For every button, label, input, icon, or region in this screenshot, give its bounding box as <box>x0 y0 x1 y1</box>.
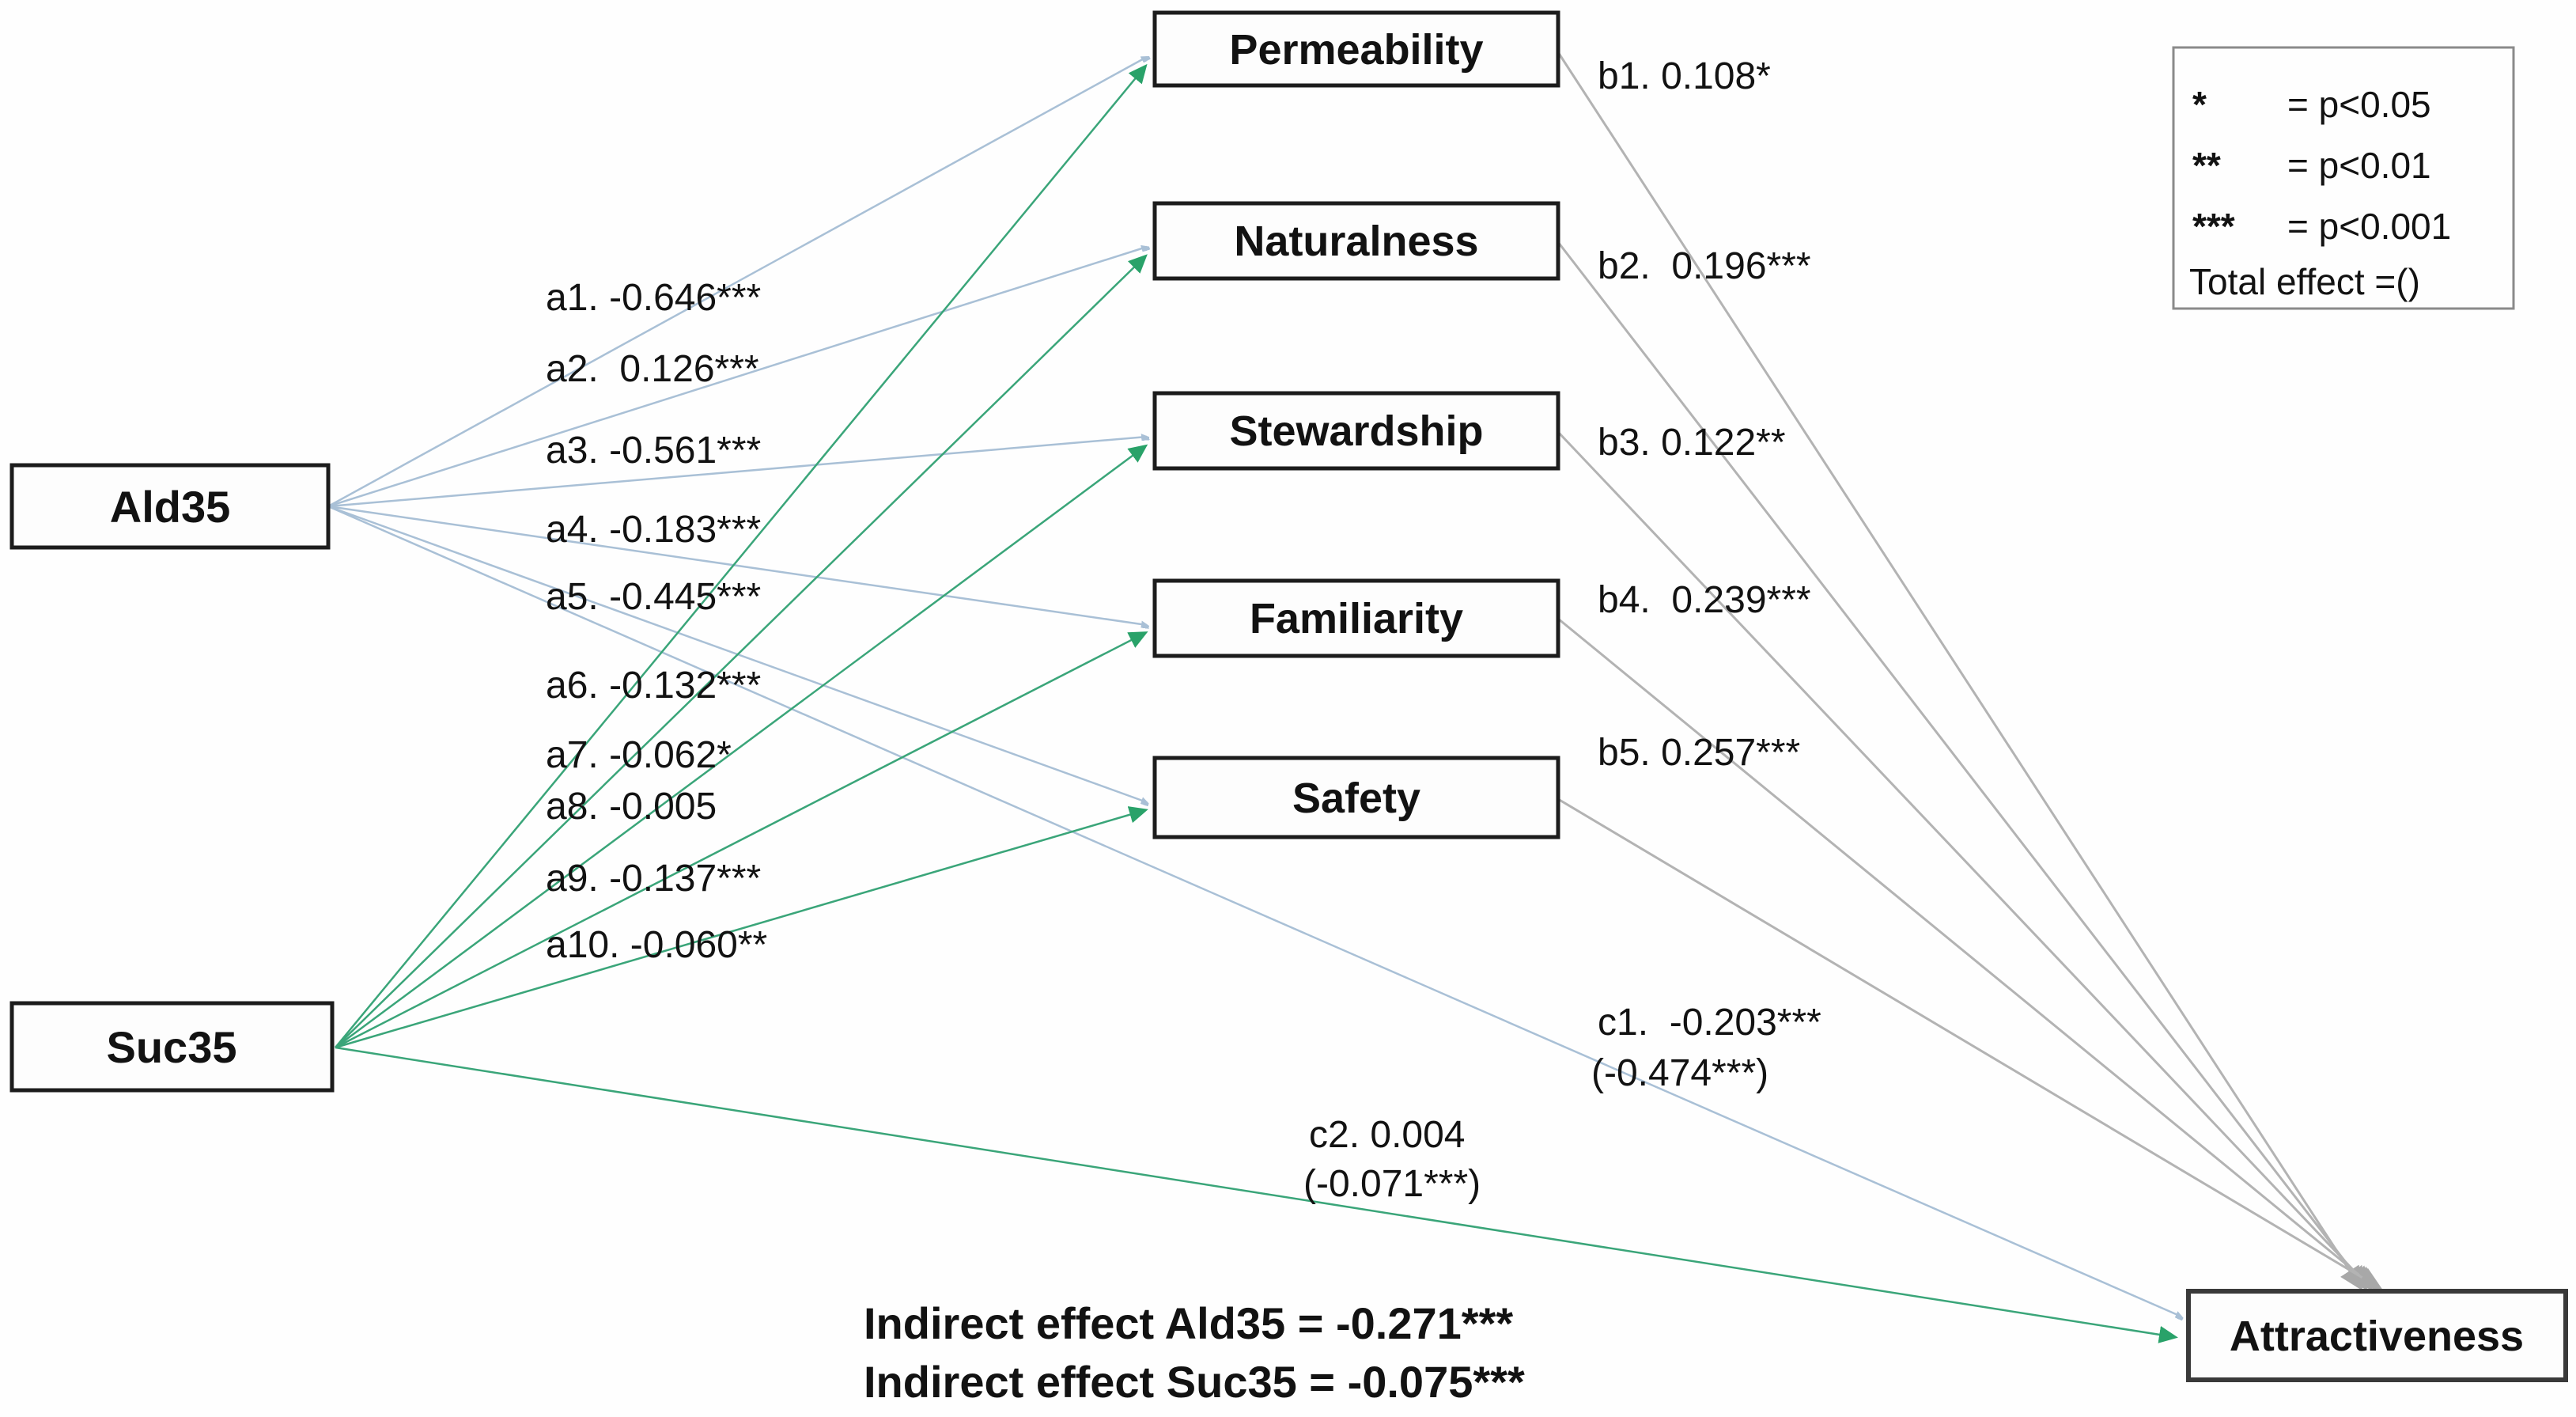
path-c1-line <box>327 505 2181 1317</box>
path-c1-total-effect: (-0.474***) <box>1591 1052 1768 1094</box>
node-permeability: Permeability <box>1152 10 1560 88</box>
legend-symbol-2: ** <box>2192 145 2221 186</box>
path-a9-label: a9. -0.137*** <box>546 858 761 900</box>
node-ald35: Ald35 <box>9 463 331 550</box>
legend-box <box>2172 46 2515 310</box>
legend-meaning-4: Total effect =() <box>2189 261 2420 302</box>
path-a1-label: a1. -0.646*** <box>546 277 761 319</box>
safety-box <box>1152 756 1560 839</box>
c-path-labels: c1. -0.203*** (-0.474***) c2. 0.004 (-0.… <box>1303 1002 1821 1205</box>
path-a8-line <box>335 444 1148 1049</box>
path-b5-line <box>1557 798 2383 1290</box>
node-familiarity: Familiarity <box>1152 578 1560 658</box>
path-b1-label: b1. 0.108* <box>1598 55 1771 97</box>
path-a9-line <box>335 631 1148 1049</box>
path-b2-label: b2. 0.196*** <box>1598 245 1811 287</box>
path-a7-label: a7. -0.062* <box>546 734 732 776</box>
node-stewardship: Stewardship <box>1152 391 1560 471</box>
suc35-label: Suc35 <box>107 1022 237 1072</box>
legend: * = p<0.05 ** = p<0.01 *** = p<0.001 Tot… <box>2172 46 2515 310</box>
node-suc35: Suc35 <box>9 1001 335 1093</box>
legend-meaning-1: = p<0.05 <box>2287 84 2431 125</box>
node-safety: Safety <box>1152 756 1560 839</box>
legend-line-1: * = p<0.05 <box>2192 84 2431 125</box>
path-b1-line <box>1557 51 2363 1291</box>
path-a6-label: a6. -0.132*** <box>546 665 761 707</box>
path-a6-line <box>335 63 1148 1048</box>
legend-symbol-1: * <box>2192 84 2207 125</box>
legend-line-4: Total effect =() <box>2189 261 2420 302</box>
node-attractiveness: Attractiveness <box>2186 1289 2568 1382</box>
legend-meaning-3: = p<0.001 <box>2287 206 2451 247</box>
naturalness-box <box>1152 201 1560 281</box>
familiarity-box <box>1152 578 1560 658</box>
b-path-lines <box>1557 51 2383 1291</box>
path-b3-label: b3. 0.122** <box>1598 422 1786 464</box>
safety-label: Safety <box>1292 775 1420 822</box>
path-a4-line <box>327 505 1147 625</box>
legend-meaning-2: = p<0.01 <box>2287 145 2431 186</box>
stewardship-box <box>1152 391 1560 471</box>
attractiveness-box <box>2186 1289 2568 1382</box>
path-a2-line <box>327 247 1147 508</box>
permeability-label: Permeability <box>1229 26 1483 74</box>
ald35-label: Ald35 <box>110 482 231 532</box>
path-a10-line <box>335 806 1148 1049</box>
path-a1-line <box>327 57 1147 508</box>
permeability-box <box>1152 10 1560 88</box>
legend-line-2: ** = p<0.01 <box>2192 145 2431 186</box>
path-a4-label: a4. -0.183*** <box>546 509 761 551</box>
path-a8-label: a8. -0.005 <box>546 786 717 828</box>
ald35-box <box>9 463 331 550</box>
legend-symbol-3: *** <box>2192 206 2235 247</box>
path-a3-line <box>327 437 1147 508</box>
b-path-labels: b1. 0.108* b2. 0.196*** b3. 0.122** b4. … <box>1598 55 1811 774</box>
indirect-effect-annotations: Indirect effect Ald35 = -0.271*** Indire… <box>864 1298 1525 1407</box>
path-a2-label: a2. 0.126*** <box>546 348 759 390</box>
path-b5-label: b5. 0.257*** <box>1598 732 1800 774</box>
suc35-path-lines <box>335 63 2178 1343</box>
stewardship-label: Stewardship <box>1229 407 1483 455</box>
indirect-effect-suc35: Indirect effect Suc35 = -0.075*** <box>864 1357 1525 1407</box>
path-a7-line <box>335 254 1148 1048</box>
path-c2-total-effect: (-0.071***) <box>1303 1163 1481 1205</box>
suc35-box <box>9 1001 335 1093</box>
naturalness-label: Naturalness <box>1234 218 1478 265</box>
familiarity-label: Familiarity <box>1250 595 1463 642</box>
a-path-labels: a1. -0.646*** a2. 0.126*** a3. -0.561***… <box>546 277 767 966</box>
path-c2-line <box>335 1046 2178 1343</box>
path-b4-line <box>1557 617 2378 1290</box>
attractiveness-label: Attractiveness <box>2230 1313 2524 1360</box>
path-a5-label: a5. -0.445*** <box>546 576 761 618</box>
indirect-effect-ald35: Indirect effect Ald35 = -0.271*** <box>864 1298 1513 1348</box>
path-b4-label: b4. 0.239*** <box>1598 579 1811 621</box>
path-b3-line <box>1557 430 2373 1290</box>
node-naturalness: Naturalness <box>1152 201 1560 281</box>
legend-line-3: *** = p<0.001 <box>2192 206 2451 247</box>
path-c1-label: c1. -0.203*** <box>1598 1002 1821 1044</box>
path-a10-label: a10. -0.060** <box>546 924 767 966</box>
path-a3-label: a3. -0.561*** <box>546 430 761 472</box>
path-c2-label: c2. 0.004 <box>1309 1114 1465 1156</box>
path-b2-line <box>1557 241 2368 1291</box>
